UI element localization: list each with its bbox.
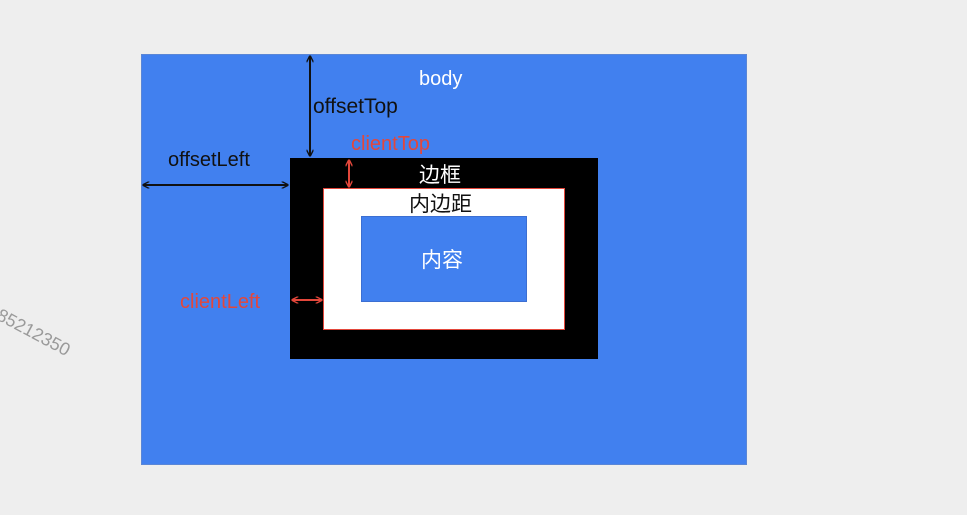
client-left-label: clientLeft	[180, 291, 261, 313]
padding-label: 内边距	[409, 192, 472, 216]
offset-left-label: offsetLeft	[168, 149, 250, 171]
border-label: 边框	[419, 163, 461, 187]
content-label: 内容	[421, 248, 463, 272]
body-label: body	[419, 68, 463, 90]
content-box	[361, 216, 527, 302]
offset-top-label: offsetTop	[313, 95, 398, 118]
client-top-label: clientTop	[351, 133, 430, 155]
